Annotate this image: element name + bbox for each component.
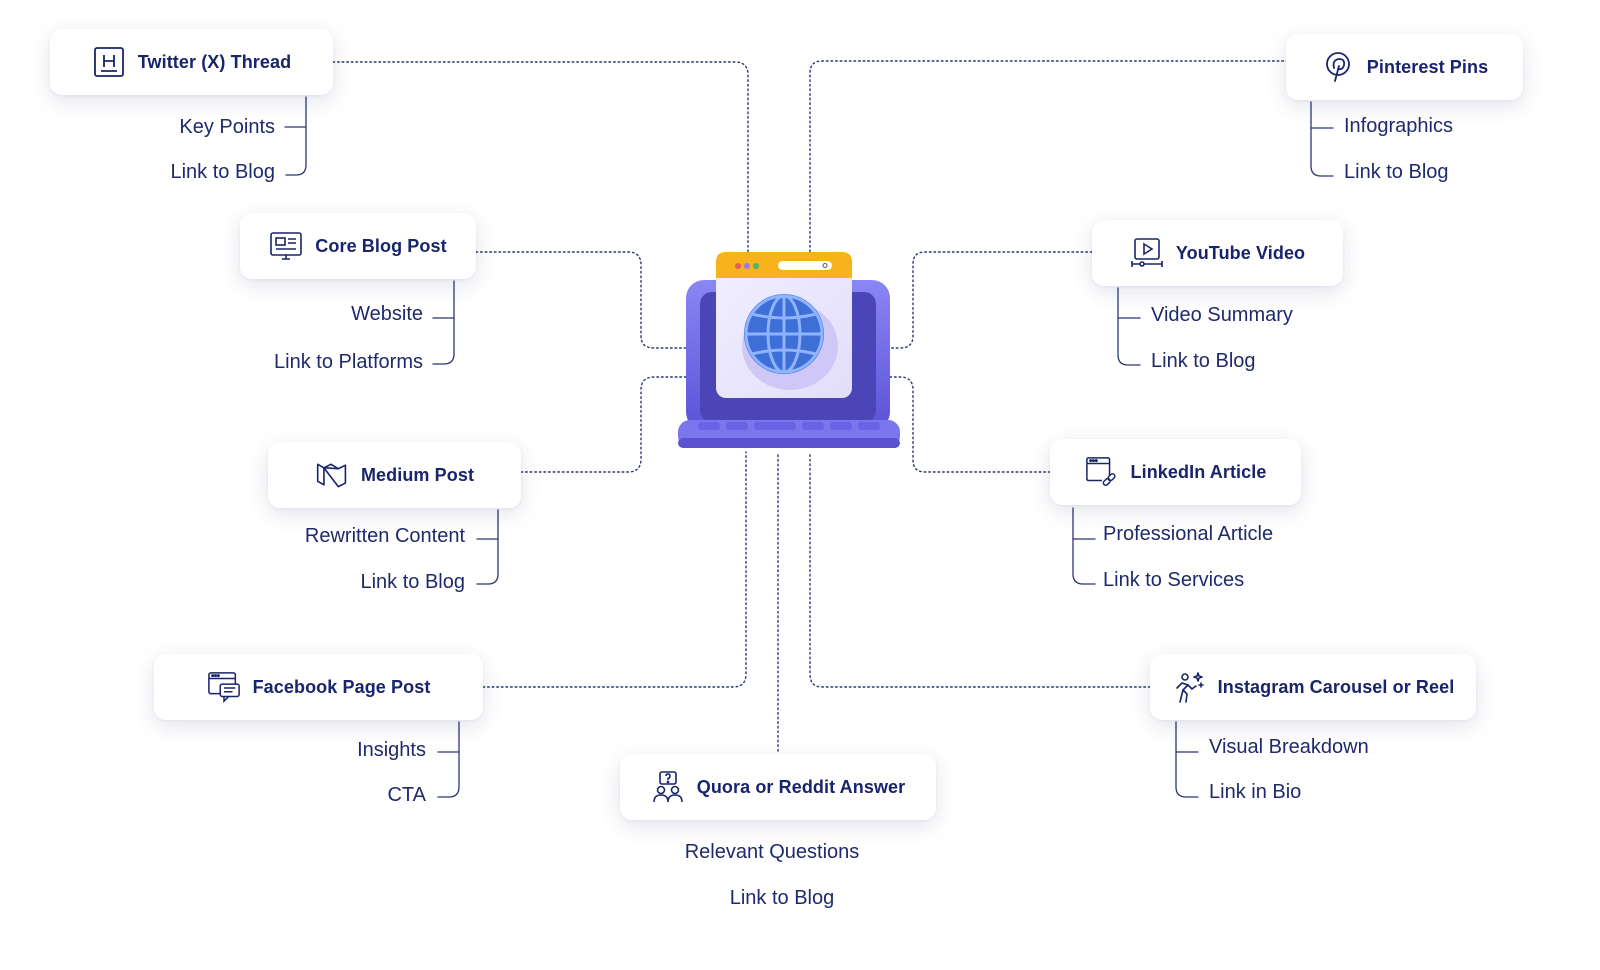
- laptop-globe-icon: [678, 248, 918, 464]
- youtube-item-link-to-blog: Link to Blog: [1151, 350, 1256, 372]
- instagram-item-visual-breakdown: Visual Breakdown: [1209, 736, 1369, 758]
- video-player-icon: [1130, 236, 1164, 270]
- linkedin-item-professional-article: Professional Article: [1103, 523, 1274, 545]
- twitter-thread-title: Twitter (X) Thread: [137, 51, 292, 72]
- medium-item-rewritten-content: Rewritten Content: [304, 525, 465, 547]
- facebook-page-post-card: Facebook Page Post: [154, 654, 483, 720]
- quora-item-link-to-blog: Link to Blog: [729, 887, 835, 909]
- core-blog-item-website: Website: [351, 303, 423, 325]
- youtube-item-video-summary: Video Summary: [1151, 304, 1293, 326]
- question-people-icon: [651, 770, 685, 804]
- pinterest-logo-icon: [1321, 50, 1355, 84]
- twitter-thread-card: Twitter (X) Thread: [50, 29, 333, 95]
- sparkle-person-icon: [1172, 670, 1206, 704]
- linkedin-item-link-to-services: Link to Services: [1103, 569, 1245, 591]
- core-blog-post-card: Core Blog Post: [240, 213, 476, 279]
- monitor-article-icon: [269, 229, 303, 263]
- instagram-item-link-in-bio: Link in Bio: [1209, 781, 1302, 803]
- heading-h-icon: [92, 45, 126, 79]
- instagram-carousel-reel-title: Instagram Carousel or Reel: [1217, 676, 1455, 697]
- youtube-video-title: YouTube Video: [1175, 242, 1306, 263]
- pinterest-item-infographics: Infographics: [1344, 115, 1453, 137]
- medium-post-card: Medium Post: [268, 442, 521, 508]
- browser-link-icon: [1085, 455, 1119, 489]
- quora-reddit-answer-card: Quora or Reddit Answer: [620, 754, 936, 820]
- medium-logo-icon: [315, 458, 349, 492]
- facebook-item-cta: CTA: [387, 784, 426, 806]
- facebook-item-insights: Insights: [357, 739, 426, 761]
- twitter-item-key-points: Key Points: [179, 116, 275, 138]
- facebook-page-post-title: Facebook Page Post: [252, 676, 431, 697]
- browser-chat-icon: [207, 670, 241, 704]
- linkedin-article-card: LinkedIn Article: [1050, 439, 1301, 505]
- youtube-video-card: YouTube Video: [1092, 220, 1343, 286]
- core-blog-item-link-to-platforms: Link to Platforms: [274, 351, 423, 373]
- twitter-item-link-to-blog: Link to Blog: [170, 161, 275, 183]
- pinterest-item-link-to-blog: Link to Blog: [1344, 161, 1449, 183]
- instagram-carousel-reel-card: Instagram Carousel or Reel: [1150, 654, 1476, 720]
- pinterest-pins-card: Pinterest Pins: [1286, 34, 1523, 100]
- linkedin-article-title: LinkedIn Article: [1130, 461, 1267, 482]
- quora-reddit-answer-title: Quora or Reddit Answer: [696, 776, 906, 797]
- pinterest-pins-title: Pinterest Pins: [1366, 56, 1489, 77]
- medium-item-link-to-blog: Link to Blog: [360, 571, 465, 593]
- medium-post-title: Medium Post: [360, 464, 475, 485]
- quora-item-relevant-questions: Relevant Questions: [684, 841, 860, 863]
- core-blog-post-title: Core Blog Post: [315, 235, 447, 256]
